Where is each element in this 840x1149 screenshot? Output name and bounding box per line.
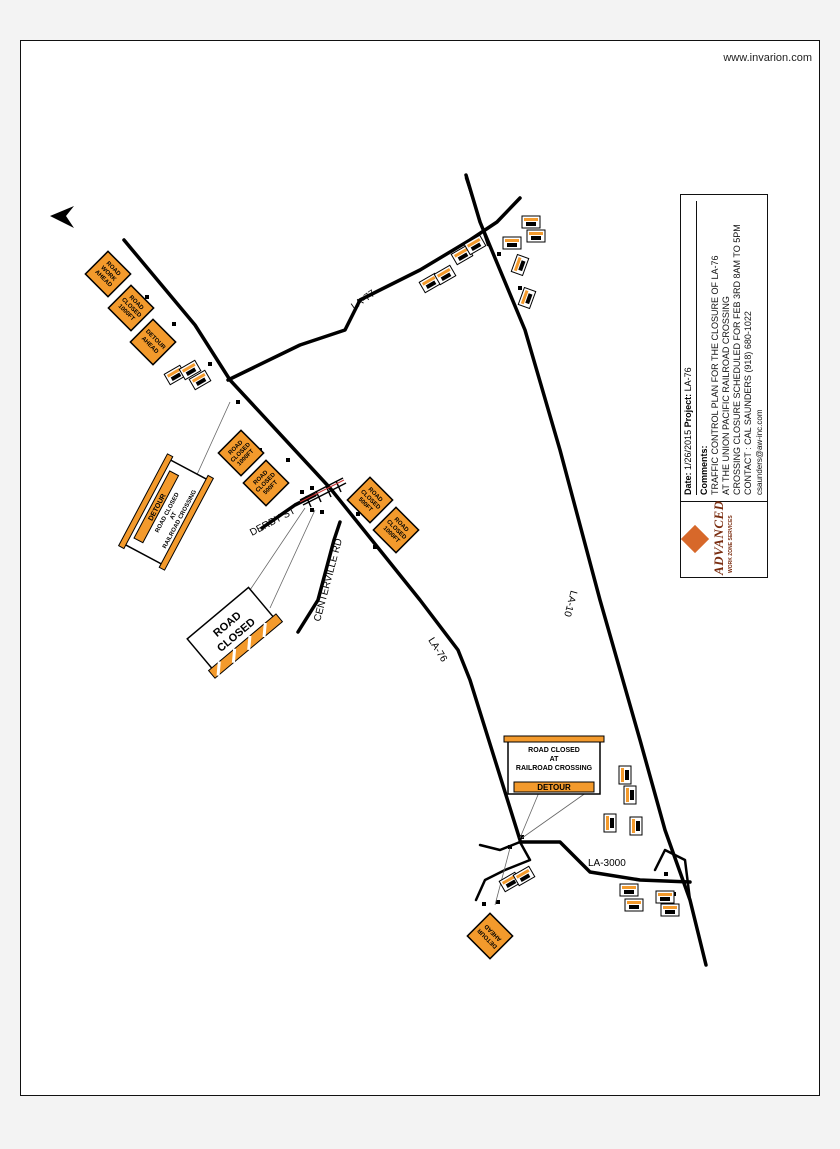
sign-detour-ahead-south: DETOUR AHEAD	[466, 912, 514, 960]
logo-word: ADVANCED	[711, 500, 726, 575]
road-la10	[464, 173, 708, 967]
label-la76: LA-76	[425, 636, 449, 665]
label-centerville-rd: CENTERVILLE RD	[312, 537, 345, 622]
barricade-s-line2: AT	[550, 756, 560, 763]
route-sign-cluster-la3000	[619, 883, 680, 917]
project-value: LA-76	[683, 367, 693, 392]
road-la76	[122, 238, 522, 842]
sign-road-closed-1000ft-mid: ROAD CLOSED 1000FT	[217, 429, 265, 477]
header-line: Date: 1/26/2015 Project: LA-76	[683, 201, 697, 495]
sign-callout-lines	[189, 401, 591, 906]
barricade-s-line3: RAILROAD CROSSING	[516, 765, 593, 772]
railroad-crossing	[299, 477, 347, 508]
label-la10: LA-10	[561, 589, 579, 618]
road-la77	[226, 196, 522, 382]
sign-road-closed-1000ft-south: ROAD CLOSED 1000FT	[372, 506, 420, 554]
label-la3000: LA-3000	[588, 858, 626, 869]
north-arrow-icon	[50, 206, 74, 228]
barricade-road-closed: ROAD CLOSED	[186, 586, 284, 679]
barricade-railroad-closed-north: DETOUR ROAD CLOSED AT RAILROAD CROSSING	[117, 453, 215, 571]
sign-road-closed-500ft-mid: ROAD CLOSED 500FT	[242, 459, 290, 507]
logo-mark-icon	[681, 524, 710, 554]
label-derby-st: DERBY ST	[248, 506, 297, 539]
road-centerville-rd	[296, 520, 342, 634]
contact-email: csaunders@aw-inc.com	[755, 409, 764, 495]
comments-label: Comments:	[699, 445, 709, 495]
barricade-s-line1: ROAD CLOSED	[528, 747, 580, 754]
route-sign-cluster-north	[163, 359, 212, 391]
road-network	[122, 173, 708, 967]
date-label: Date:	[683, 472, 693, 495]
sign-road-closed-500ft-south: ROAD CLOSED 500FT	[346, 476, 394, 524]
comment-line-3: CROSSING CLOSURE SCHEDULED FOR FEB 3RD 8…	[732, 224, 742, 495]
label-la77: LA-77	[349, 288, 378, 313]
road-la3000	[518, 840, 692, 884]
company-logo: ADVANCED WORK ZONE SERVICES	[681, 500, 767, 577]
date-value: 1/26/2015	[683, 429, 693, 470]
barricade-s-detour: DETOUR	[537, 783, 571, 792]
road-bypass-south	[474, 840, 532, 902]
sign-detour-ahead-north: DETOUR AHEAD	[129, 318, 177, 366]
route-sign-cluster-la10-south	[603, 765, 643, 836]
comment-line-1: TRAFFIC CONTROL PLAN FOR THE CLOSURE OF …	[710, 255, 720, 495]
logo-sub: WORK ZONE SERVICES	[728, 515, 734, 573]
watermark: www.invarion.com	[723, 52, 812, 64]
cone-markers	[145, 252, 676, 906]
barricade-railroad-closed-south: ROAD CLOSED AT RAILROAD CROSSING DETOUR	[503, 735, 605, 795]
comment-line-4: CONTACT : CAL SAUNDERS (918) 680-1022	[743, 311, 753, 495]
info-text: Date: 1/26/2015 Project: LA-76 Comments:…	[681, 197, 767, 499]
barricade-n-line2: AT	[170, 511, 179, 521]
comment-line-2: AT THE UNION PACIFIC RAILROAD CROSSING	[721, 296, 731, 495]
sign-road-closed-1000ft-north: ROAD CLOSED 1000FT	[107, 284, 155, 332]
info-panel: ADVANCED WORK ZONE SERVICES Date: 1/26/2…	[680, 194, 768, 578]
sign-road-work-ahead: ROAD WORK AHEAD	[84, 250, 132, 298]
road-loop-la3000	[653, 848, 692, 902]
road-bypass-north	[464, 176, 490, 247]
project-label: Project:	[683, 393, 693, 428]
